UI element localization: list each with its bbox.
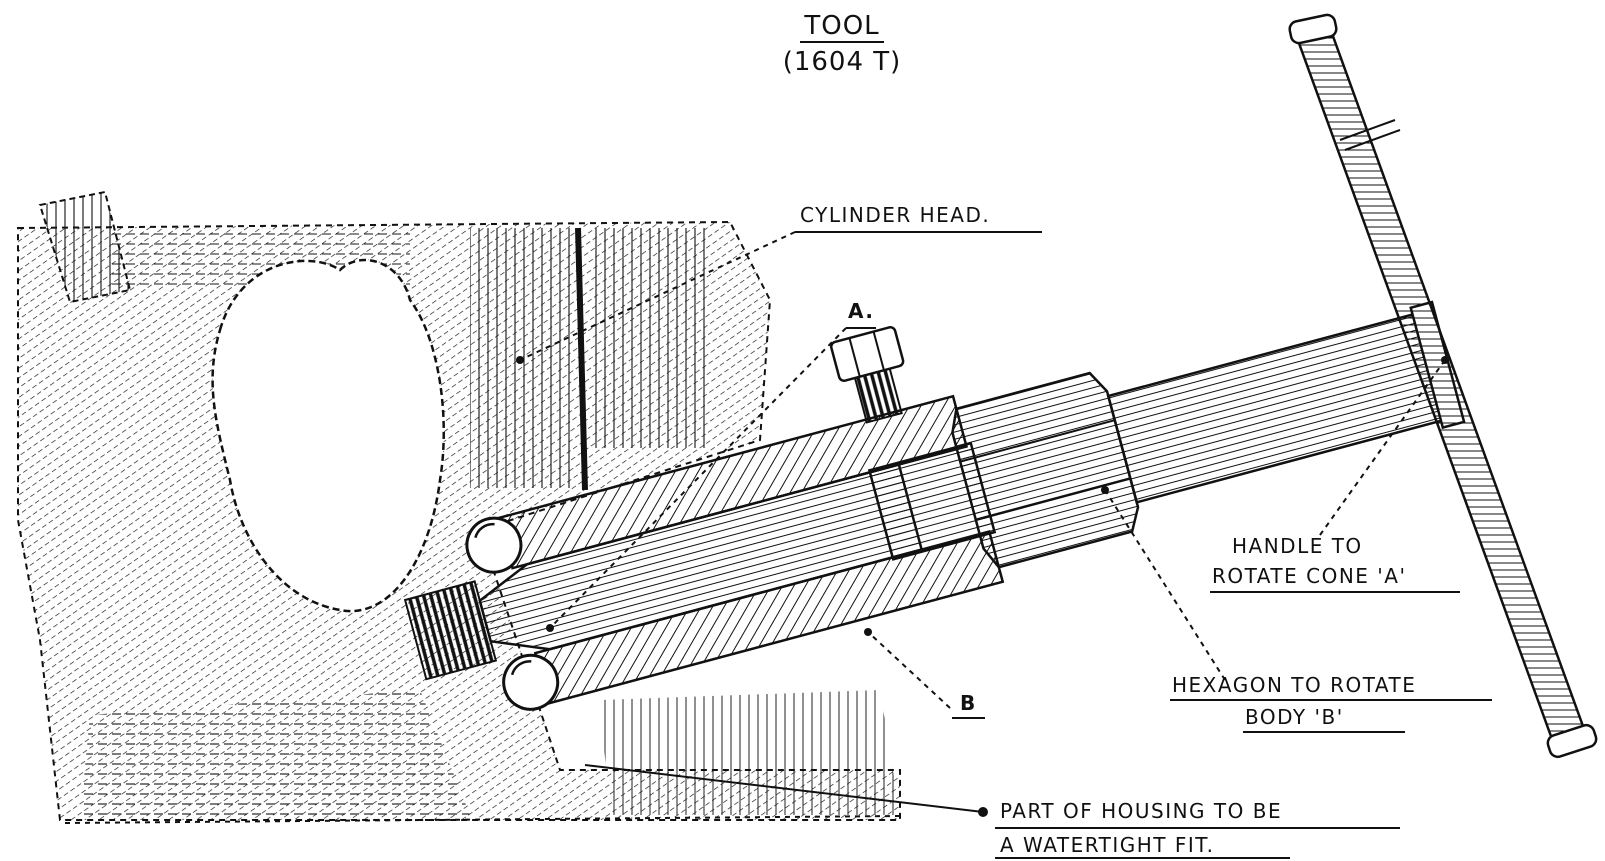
ball-upper	[465, 516, 523, 574]
label-hexagon: HEXAGON TO ROTATE BODY 'B'	[1101, 486, 1492, 733]
handle-shaft-body	[1106, 309, 1458, 504]
ball-lower	[502, 653, 560, 711]
housing-label-line-1: PART OF HOUSING TO BE	[1000, 799, 1282, 823]
locking-screw-head	[830, 326, 905, 383]
cone-a-label: A.	[848, 299, 874, 323]
casting-dark-edge	[575, 227, 588, 491]
label-housing: PART OF HOUSING TO BE A WATERTIGHT FIT.	[584, 764, 1400, 859]
label-cylinder-head: CYLINDER HEAD.	[516, 203, 1042, 364]
hexagon-label-line-1: HEXAGON TO ROTATE	[1172, 673, 1416, 697]
hexagon-body-b	[951, 371, 1140, 569]
tool-title: TOOL (1604 T)	[783, 11, 902, 77]
label-body-b: B	[864, 628, 985, 719]
cylinder-head-casting	[17, 190, 901, 824]
casting-top-boss	[38, 190, 132, 304]
casting-bottom-block	[600, 690, 900, 815]
label-cone-a: A.	[546, 299, 876, 632]
casting-rib-right	[590, 228, 710, 448]
casting-lower-block	[80, 690, 470, 820]
threaded-nose	[403, 580, 498, 681]
label-handle: HANDLE TO ROTATE CONE 'A'	[1210, 356, 1460, 593]
title-line-2: (1604 T)	[783, 47, 902, 77]
t-bar-handle	[1288, 13, 1598, 759]
water-jacket-cavity	[211, 258, 445, 613]
handle-label-line-1: HANDLE TO	[1232, 534, 1363, 558]
cylinder-head-label: CYLINDER HEAD.	[800, 203, 990, 227]
t-bar-top-knob	[1288, 13, 1338, 45]
housing-label-line-2: A WATERTIGHT FIT.	[1000, 833, 1214, 857]
title-line-1: TOOL	[803, 11, 879, 41]
handle-label-line-2: ROTATE CONE 'A'	[1212, 564, 1406, 588]
t-bar-bottom-knob	[1546, 723, 1598, 759]
tool-assembly	[403, 300, 1466, 711]
body-b-label: B	[960, 691, 977, 715]
hexagon-label-line-2: BODY 'B'	[1245, 705, 1344, 729]
